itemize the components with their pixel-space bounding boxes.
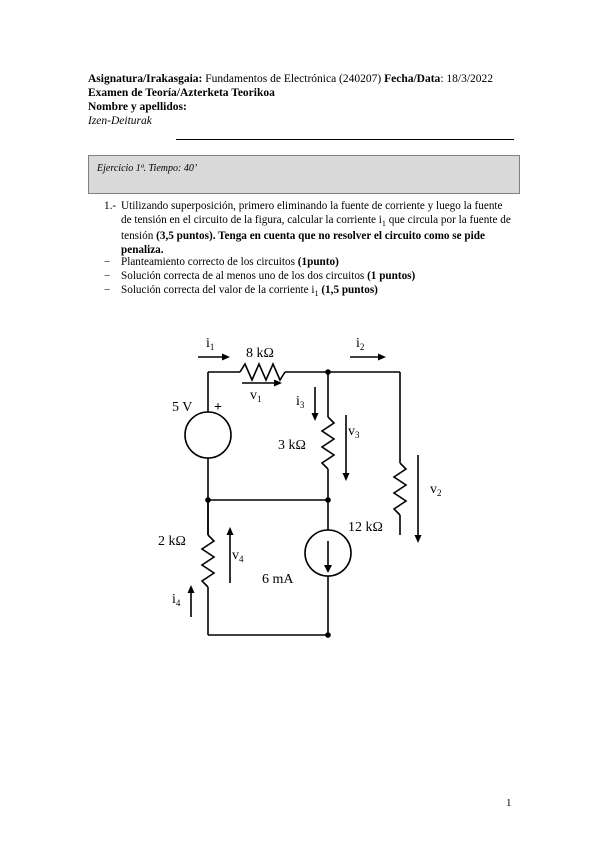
date-label: Fecha/Data xyxy=(384,73,441,85)
voltage-source-5v xyxy=(184,411,232,459)
question-sub: 1 xyxy=(381,218,386,228)
v3-arrowhead xyxy=(342,473,350,481)
label-r2: 12 kΩ xyxy=(348,520,383,535)
resistor-3k xyxy=(320,416,336,470)
question-text-part2: que circula por la fuente de tensión xyxy=(121,213,511,243)
node-mid-left xyxy=(205,497,211,503)
label-plus: + xyxy=(214,400,222,415)
label-v1: v1 xyxy=(250,388,262,404)
criterion-text: Planteamiento correcto de los circuitos xyxy=(121,256,298,268)
question-bold: (3,5 puntos). Tenga en cuenta que no res… xyxy=(121,230,485,256)
node-mid-center xyxy=(325,497,331,503)
i2-arrowhead xyxy=(378,353,386,361)
question-text-part1: Utilizando superposición, primero elimin… xyxy=(121,200,503,226)
label-vs: 5 V xyxy=(172,400,192,415)
criterion-points: (1punto) xyxy=(297,256,339,268)
question-number: 1.- xyxy=(104,200,117,212)
exercise-box: Ejercicio 1ª. Tiempo: 40’ xyxy=(88,155,520,194)
criterion-3: −Solución correcta del valor de la corri… xyxy=(104,284,378,300)
label-i2: i2 xyxy=(356,336,364,352)
criterion-2: −Solución correcta de al menos uno de lo… xyxy=(104,270,415,283)
page-number: 1 xyxy=(506,797,512,809)
label-v3: v3 xyxy=(348,424,360,440)
circuit-diagram: i1 8 kΩ v1 i2 i3 v3 3 kΩ 5 V + v2 12 kΩ … xyxy=(158,336,442,638)
question-text: Utilizando superposición, primero elimin… xyxy=(121,200,514,257)
label-v4: v4 xyxy=(232,548,244,564)
node-bottom-center xyxy=(325,632,331,638)
label-r3: 3 kΩ xyxy=(278,438,306,453)
resistor-8k xyxy=(239,362,286,382)
label-i4: i4 xyxy=(172,592,181,608)
v2-arrowhead xyxy=(414,535,422,543)
criterion-text: Solución correcta de al menos uno de los… xyxy=(121,270,368,282)
i3-arrowhead xyxy=(311,413,319,421)
header-name-line: Nombre y apellidos: xyxy=(88,100,187,114)
label-i1: i1 xyxy=(206,336,214,352)
label-v2: v2 xyxy=(430,482,442,498)
header-subject-line: Asignatura/Irakasgaia: Fundamentos de El… xyxy=(88,72,493,86)
name-label: Nombre y apellidos: xyxy=(88,101,187,113)
name-label-eu: Izen-Deiturak xyxy=(88,115,152,127)
criterion-dash: − xyxy=(104,270,111,282)
v1-arrowhead xyxy=(274,379,282,387)
subject-value: Fundamentos de Electrónica (240207) xyxy=(202,73,385,85)
node-top-center xyxy=(325,369,331,375)
date-value: : 18/3/2022 xyxy=(440,73,494,85)
label-is: 6 mA xyxy=(262,572,294,587)
criterion-dash: − xyxy=(104,284,111,296)
question-block: 1.- Utilizando superposición, primero el… xyxy=(104,200,514,257)
label-r1: 8 kΩ xyxy=(246,346,274,361)
resistor-2k xyxy=(200,534,216,588)
criterion-text: Solución correcta del valor de la corrie… xyxy=(121,284,315,296)
current-source-inner-arrowhead xyxy=(324,565,332,573)
subject-label: Asignatura/Irakasgaia: xyxy=(88,73,203,85)
i4-arrowhead xyxy=(187,585,195,593)
label-i3: i3 xyxy=(296,394,305,410)
name-answer-line xyxy=(176,139,514,140)
header-exam-line: Examen de Teoría/Azterketa Teorikoa xyxy=(88,86,275,100)
i1-arrowhead xyxy=(222,353,230,361)
resistor-12k xyxy=(392,462,408,516)
criterion-points: (1 puntos) xyxy=(367,270,416,282)
criterion-1: −Planteamiento correcto de los circuitos… xyxy=(104,256,339,269)
criterion-sub: 1 xyxy=(314,289,319,299)
criterion-points: (1,5 puntos) xyxy=(321,284,378,296)
exam-title: Examen de Teoría/Azterketa Teorikoa xyxy=(88,87,275,99)
label-r4: 2 kΩ xyxy=(158,534,186,549)
exercise-title: Ejercicio 1ª. Tiempo: 40’ xyxy=(97,163,198,174)
criterion-dash: − xyxy=(104,256,111,268)
v4-arrowhead xyxy=(226,527,234,535)
header-name-eu-line: Izen-Deiturak xyxy=(88,114,152,128)
